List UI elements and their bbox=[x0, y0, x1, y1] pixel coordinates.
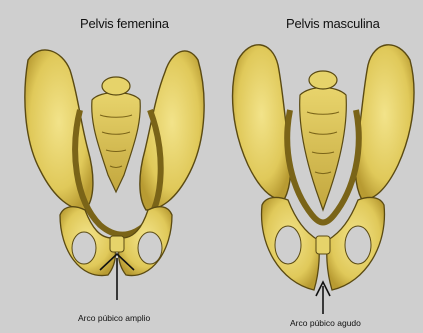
female-vertebra bbox=[102, 77, 130, 95]
male-left-ilium bbox=[233, 45, 291, 200]
female-pelvis bbox=[25, 50, 204, 300]
male-vertebra bbox=[309, 71, 337, 89]
male-pelvis bbox=[233, 45, 414, 314]
male-right-ilium bbox=[355, 45, 414, 200]
female-sacrum bbox=[92, 93, 141, 193]
male-sacrum bbox=[300, 88, 347, 211]
male-pubic-arch-caption: Arco púbico agudo bbox=[290, 318, 361, 328]
female-left-ilium bbox=[25, 50, 93, 210]
female-right-ilium bbox=[140, 51, 204, 210]
female-pubic-arch-caption: Arco púbico amplio bbox=[78, 313, 150, 323]
